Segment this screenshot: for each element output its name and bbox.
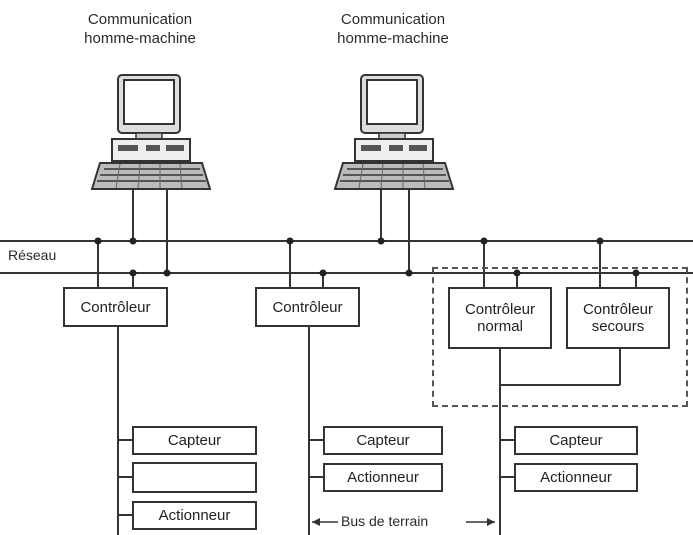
junction-dots — [94, 237, 640, 277]
workstation-2-computer-icon — [334, 74, 454, 190]
left-sensor-box: Capteur — [132, 426, 257, 455]
right-actuator-box: Actionneur — [514, 463, 638, 492]
network-label: Réseau — [8, 247, 57, 263]
workstation-connections — [132, 189, 410, 273]
field-bus-lines — [117, 327, 621, 535]
fieldbus-label: Bus de terrain — [341, 513, 429, 529]
controller-left: Contrôleur — [63, 287, 168, 327]
left-empty-device-box — [132, 462, 257, 493]
redundant-controller-group — [432, 267, 688, 407]
workstation-2-label: Communication homme-machine — [337, 11, 449, 47]
middle-sensor-box: Capteur — [323, 426, 443, 455]
network-bus — [0, 240, 693, 274]
left-actuator-box: Actionneur — [132, 501, 257, 530]
fieldbus-arrow — [312, 518, 495, 526]
workstation-1-computer-icon — [91, 74, 211, 190]
middle-actuator-box: Actionneur — [323, 463, 443, 492]
controller-middle: Contrôleur — [255, 287, 360, 327]
right-sensor-box: Capteur — [514, 426, 638, 455]
workstation-1-label: Communication homme-machine — [84, 11, 196, 47]
controller-backup: Contrôleur secours — [566, 287, 670, 349]
controller-normal: Contrôleur normal — [448, 287, 552, 349]
